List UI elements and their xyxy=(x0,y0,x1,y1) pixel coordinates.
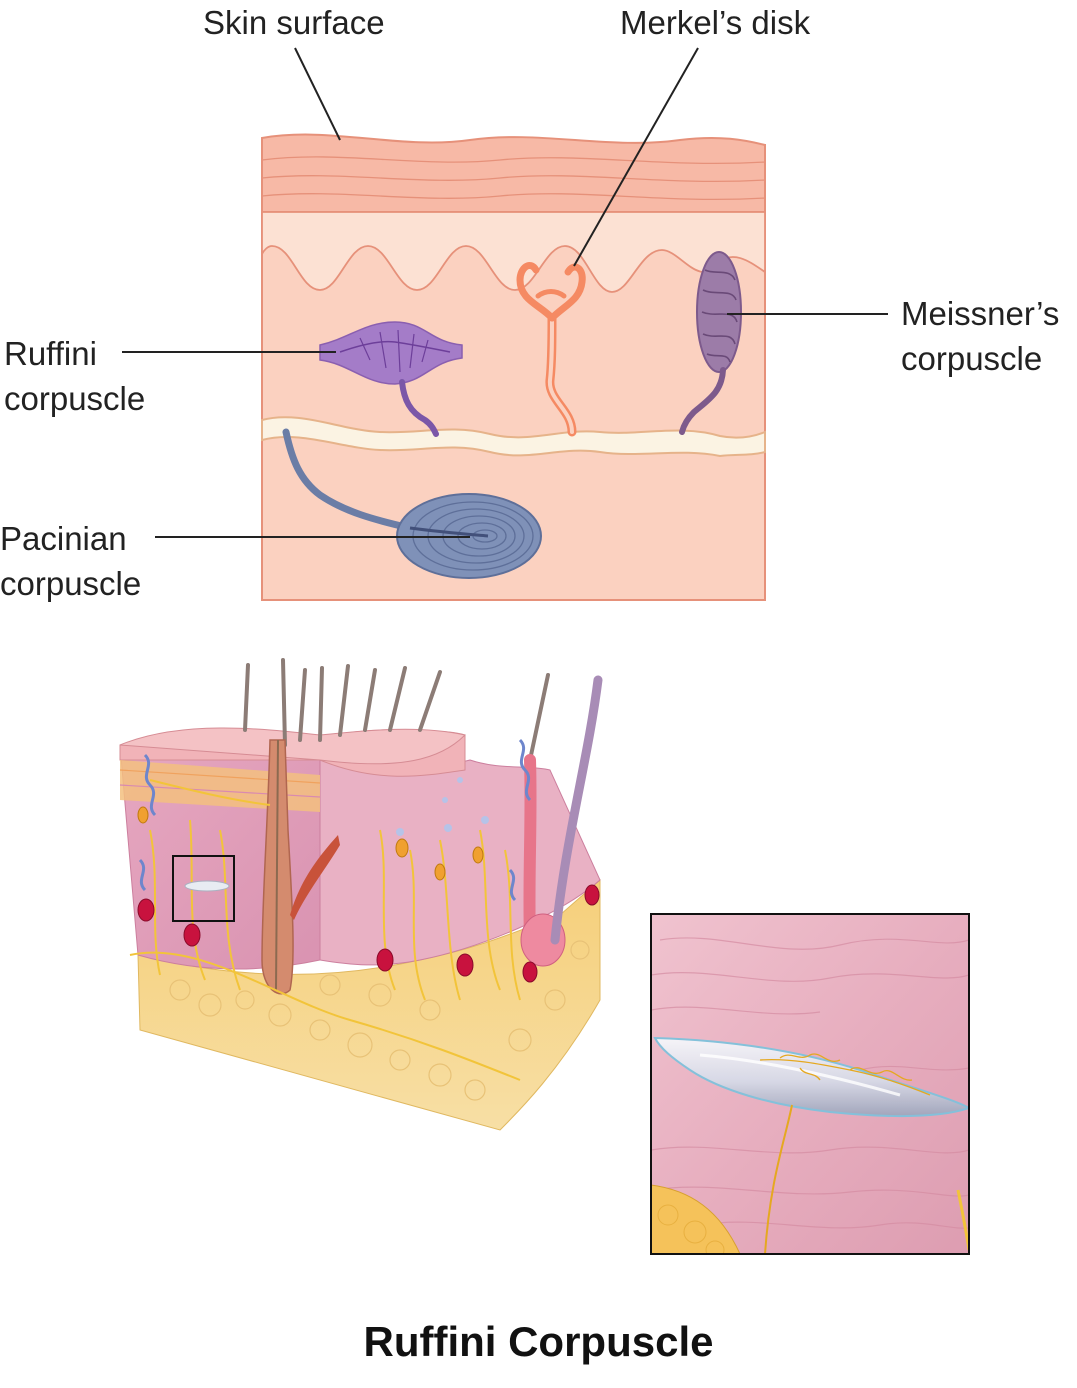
ruffini-closeup-illustration xyxy=(650,913,970,1255)
ruffini-label-line-2: corpuscle xyxy=(4,380,146,417)
meissners-corpuscle-shape xyxy=(679,251,742,435)
meissner-label-line-2: corpuscle xyxy=(901,340,1043,377)
pacinian-label-line-1: Pacinian xyxy=(0,520,127,557)
meissner-label-line-1: Meissner’s xyxy=(901,295,1060,332)
ruffini-corpuscle-shape xyxy=(319,321,463,437)
merkels-disk-label: Merkel’s disk xyxy=(620,4,811,41)
skin-surface-leader xyxy=(294,47,341,141)
dermal-papillae xyxy=(261,211,766,293)
skin-cross-section xyxy=(261,133,766,601)
zoom-box-icon xyxy=(172,855,235,922)
merkel-leader xyxy=(573,47,699,267)
nerve-bundle xyxy=(261,416,766,458)
skin-block-illustration xyxy=(119,658,603,1131)
pacinian-label-line-2: corpuscle xyxy=(0,565,142,602)
meissners-corpuscle-label: Meissner’s corpuscle xyxy=(901,291,1059,381)
ruffini-corpuscle-label: Ruffini corpuscle xyxy=(4,331,145,421)
leader-lines xyxy=(122,47,888,538)
epidermis-layer xyxy=(261,133,766,213)
ruffini-label-line-1: Ruffini xyxy=(4,335,97,372)
skin-surface-label: Skin surface xyxy=(203,4,385,41)
figure-caption: Ruffini Corpuscle xyxy=(363,1318,714,1365)
pacinian-corpuscle-label: Pacinian corpuscle xyxy=(0,516,141,606)
merkels-disk-shape xyxy=(516,262,586,437)
